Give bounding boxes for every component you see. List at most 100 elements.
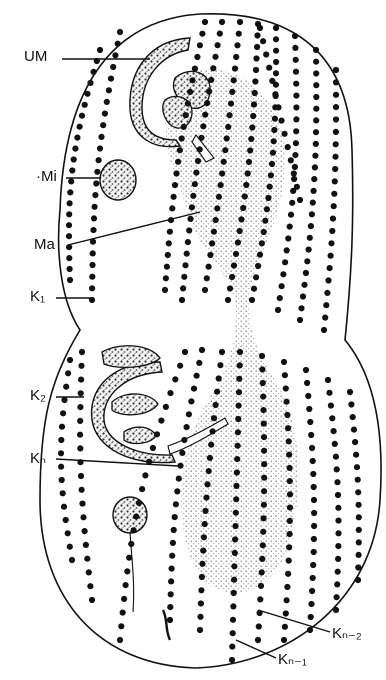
kinety-dot (311, 176, 317, 182)
kinety-dot (79, 349, 85, 355)
kinety-dot (185, 239, 191, 245)
kinety-dot (270, 150, 276, 156)
kinety-dot (196, 360, 202, 366)
kinety-dot (287, 505, 293, 511)
kinety-dot (89, 285, 95, 291)
kinety-dot (293, 116, 299, 122)
kinety-dot (82, 102, 88, 108)
kinety-dot (231, 563, 237, 569)
kinety-dot (158, 418, 164, 424)
kinety-dot (307, 627, 313, 633)
kinety-dot (356, 514, 362, 520)
kinety-dot (67, 544, 73, 550)
kinety-dot (221, 159, 227, 165)
kinety-dot (179, 450, 185, 456)
kinety-dot (312, 153, 318, 159)
kinety-dot (289, 200, 295, 206)
kinety-dot (271, 138, 277, 144)
kinety-dot (327, 265, 333, 271)
kinety-dot (78, 390, 84, 396)
kinety-dot (269, 78, 275, 84)
kinety-dot (133, 514, 139, 520)
kinety-dot (307, 235, 313, 241)
kinety-dot (84, 91, 90, 97)
kinety-dot (128, 541, 134, 547)
kinety-dot (165, 252, 171, 258)
kinety-dot (254, 32, 260, 38)
kinety-dot (233, 510, 239, 516)
kinety-dot (309, 445, 315, 451)
kinety-dot (263, 51, 269, 57)
kinety-dot (294, 184, 300, 190)
kinety-dot (194, 373, 200, 379)
kinety-dot (260, 394, 266, 400)
kinety-dot (177, 363, 183, 369)
kinety-dot (201, 534, 207, 540)
kinety-dot (301, 282, 307, 288)
kinety-dot (333, 104, 339, 110)
kinety-dot (255, 637, 261, 643)
kinety-dot (204, 275, 210, 281)
kinety-dot (355, 564, 361, 570)
kinety-dot (154, 431, 160, 437)
kinety-dot (182, 349, 188, 355)
kinety-dot (213, 217, 219, 223)
kinety-dot (190, 193, 196, 199)
kinety-dot (287, 531, 293, 537)
kinety-dot (74, 135, 80, 141)
kinety-dot (335, 569, 341, 575)
kinety-dot (120, 610, 126, 616)
kinety-dot (259, 353, 265, 359)
kinety-dot (78, 363, 84, 369)
kinety-dot (335, 492, 341, 498)
kinety-dot (356, 552, 362, 558)
kinety-dot (77, 445, 83, 451)
kinety-dot (261, 475, 267, 481)
kinety-dot (170, 540, 176, 546)
kinety-dot (261, 502, 267, 508)
kinety-dot (79, 113, 85, 119)
kinety-dot (185, 101, 191, 107)
kinety-dot (227, 112, 233, 118)
kinety-dot (335, 556, 341, 562)
kinety-dot (293, 93, 299, 99)
kinety-dot (278, 118, 284, 124)
kinety-dot (58, 450, 64, 456)
kinety-dot (310, 471, 316, 477)
kinety-dot (214, 389, 220, 395)
kinety-dot (77, 418, 83, 424)
kinety-dot (352, 439, 358, 445)
kinety-dot (329, 228, 335, 234)
kinety-dot (251, 101, 257, 107)
kinety-dot (300, 293, 306, 299)
kinety-dot (248, 136, 254, 142)
kinety-dot (97, 47, 103, 53)
kinety-dot (200, 123, 206, 129)
kinety-dot (219, 19, 225, 25)
kinety-dot (215, 42, 221, 48)
kinety-dot (286, 452, 292, 458)
kinety-dot (214, 205, 220, 211)
kinety-dot (188, 398, 194, 404)
kinety-dot (83, 542, 89, 548)
kinety-dot (204, 100, 210, 106)
kinety-dot (68, 178, 74, 184)
kinety-dot (242, 193, 248, 199)
kinety-dot (271, 127, 277, 133)
kinety-dot (231, 262, 237, 268)
kinety-dot (77, 432, 83, 438)
kinety-dot (333, 67, 339, 73)
kinety-dot (259, 366, 265, 372)
kinety-dot (187, 216, 193, 222)
kinety-dot (202, 112, 208, 118)
kinety-dot (256, 623, 262, 629)
kinety-dot (264, 206, 270, 212)
kinety-dot (177, 463, 183, 469)
kinety-dot (139, 486, 145, 492)
kinety-dot (173, 170, 179, 176)
kinety-dot (283, 610, 289, 616)
kinety-dot (89, 262, 95, 268)
kinety-dot (332, 166, 338, 172)
kinety-dot (311, 484, 317, 490)
kinety-dot (63, 517, 69, 523)
